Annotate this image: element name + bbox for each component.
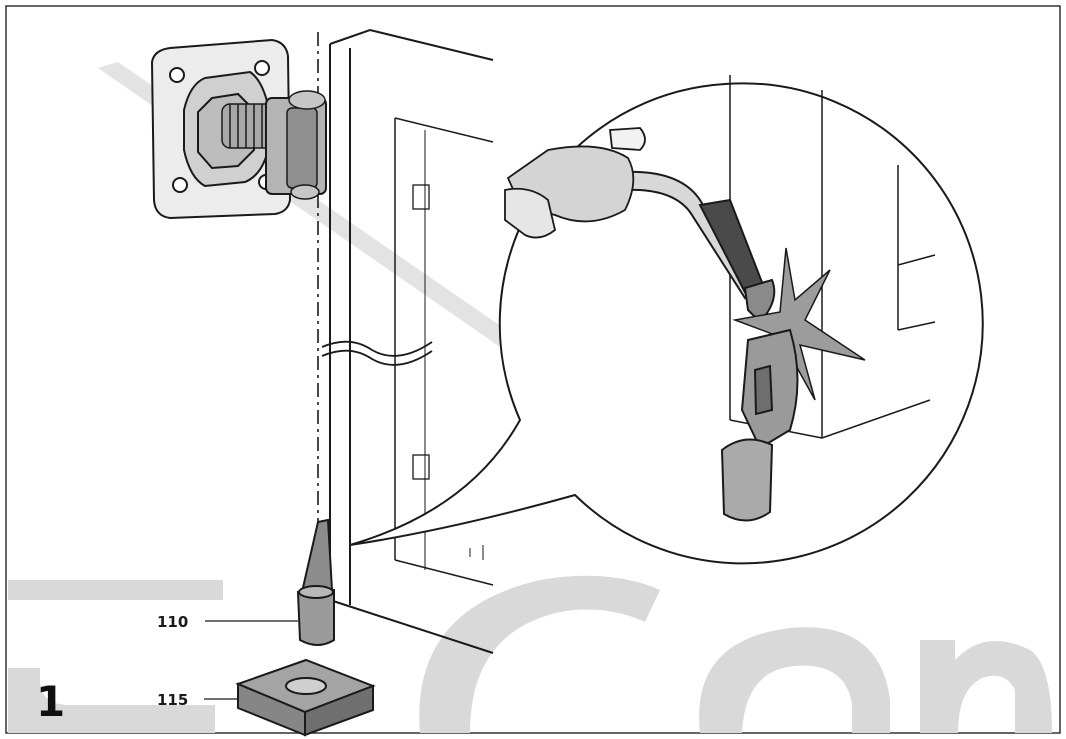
- welding-hand: [504, 127, 646, 239]
- hinge-bolt: [221, 90, 327, 200]
- gate-panel: [329, 28, 494, 654]
- magnified-detail: [349, 75, 984, 565]
- callout-110-label: 110: [157, 613, 188, 631]
- callout-115-label: 115: [157, 691, 188, 709]
- figure-frame: [5, 5, 1061, 734]
- base-plate: [235, 658, 376, 737]
- bottom-pin: [296, 518, 335, 646]
- figure-number: 1: [36, 677, 65, 726]
- break-lines: [321, 340, 433, 366]
- welded-pin: [720, 328, 799, 522]
- welding-torch: [624, 170, 776, 324]
